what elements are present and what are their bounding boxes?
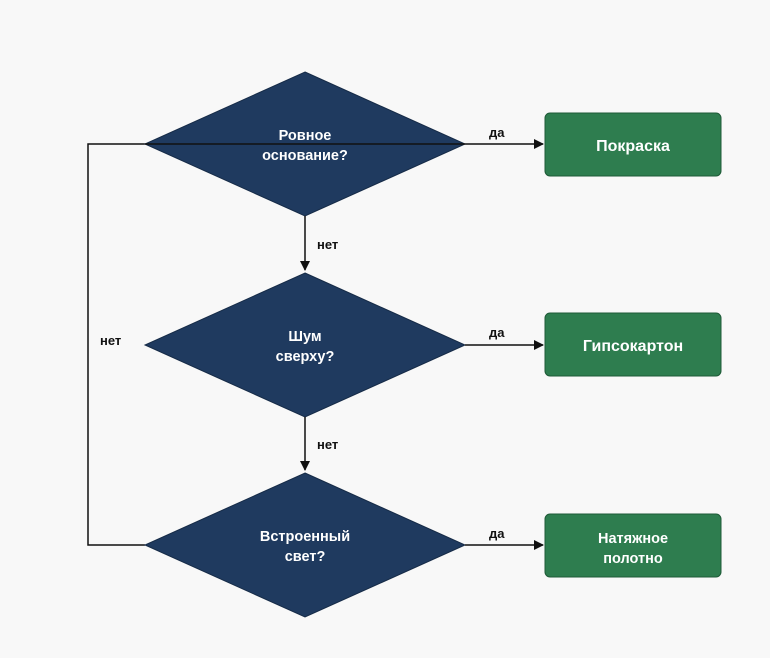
result-box-2 [544,312,722,377]
result-1-label: Покраска [596,138,670,155]
decision-1-line-2: основание? [262,148,348,164]
result-2-label: Гипсокартон [583,338,683,355]
decision-3-line-2: свет? [285,549,326,565]
edge-no-loop [87,143,145,546]
result-box-3 [544,513,722,578]
edge-label-yes-1: да [489,125,505,140]
decision-diamond-3 [143,472,467,618]
edge-label-no-1: нет [317,237,338,252]
decision-2-line-1: Шум [288,329,321,345]
result-3-line-1: Натяжное [598,531,668,547]
edge-label-no-2: нет [317,437,338,452]
edge-label-yes-3: да [489,526,505,541]
result-3-line-2: полотно [603,551,663,567]
decision-diamond-2 [143,272,467,418]
decision-1-line-1: Ровное [279,128,332,144]
edge-label-no-loop: нет [100,333,121,348]
result-box-1 [544,112,722,177]
decision-2-line-2: сверху? [276,349,335,365]
edge-label-yes-2: да [489,325,505,340]
decision-3-line-1: Встроенный [260,529,350,545]
